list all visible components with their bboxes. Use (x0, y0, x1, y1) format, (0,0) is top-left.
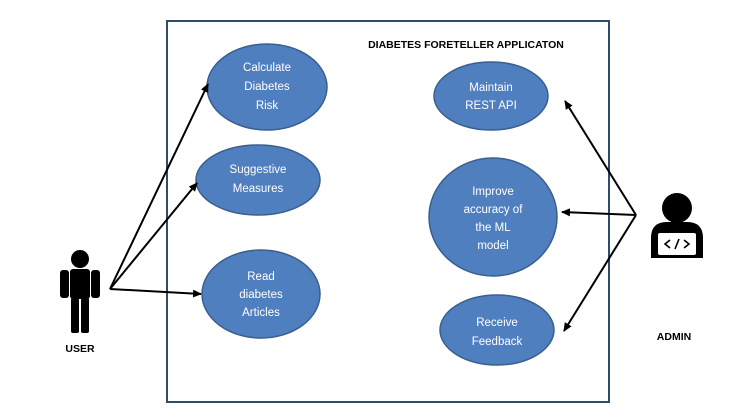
uc-line: Suggestive (230, 164, 287, 176)
arrow-user-calculate (109, 83, 209, 290)
uc-line: REST API (465, 100, 517, 112)
uc-line: Feedback (472, 336, 523, 348)
uc-line: accuracy of (464, 204, 524, 216)
actor-user-label: USER (65, 343, 95, 355)
use-case-calculate-diabetes-risk: Calculate Diabetes Risk (206, 43, 328, 131)
uc-line: Risk (256, 100, 279, 112)
uc-line: Calculate (243, 62, 291, 74)
uc-line: Articles (242, 307, 280, 319)
use-case-improve-accuracy: Improve accuracy of the ML model (428, 157, 558, 277)
admin-associations (561, 100, 637, 332)
system-boundary (166, 20, 610, 403)
arrow-user-read (109, 288, 202, 298)
uc-line: Diabetes (244, 81, 290, 93)
arrow-admin-maintain (564, 100, 637, 216)
system-title: DIABETES FORETELLER APPLICATON (368, 39, 564, 51)
uc-line: the ML (475, 222, 511, 234)
uc-line: diabetes (239, 289, 283, 301)
uc-line: Receive (476, 317, 518, 329)
person-icon (60, 250, 100, 333)
uc-line: Read (247, 271, 275, 283)
uc-line: Improve (472, 186, 514, 198)
use-case-read-diabetes-articles: Read diabetes Articles (201, 249, 321, 339)
arrow-admin-improve (561, 208, 637, 217)
user-associations (109, 83, 209, 298)
use-case-suggestive-measures: Suggestive Measures (195, 144, 321, 216)
actor-admin-label: ADMIN (657, 331, 691, 343)
arrow-user-suggestive (109, 182, 198, 290)
uc-line: model (477, 240, 508, 252)
arrow-admin-feedback (563, 214, 637, 332)
uc-line: Maintain (469, 82, 512, 94)
use-case-maintain-rest-api: Maintain REST API (433, 61, 549, 131)
uc-line: Measures (233, 183, 284, 195)
developer-laptop-icon (651, 193, 703, 258)
use-case-receive-feedback: Receive Feedback (439, 294, 555, 366)
